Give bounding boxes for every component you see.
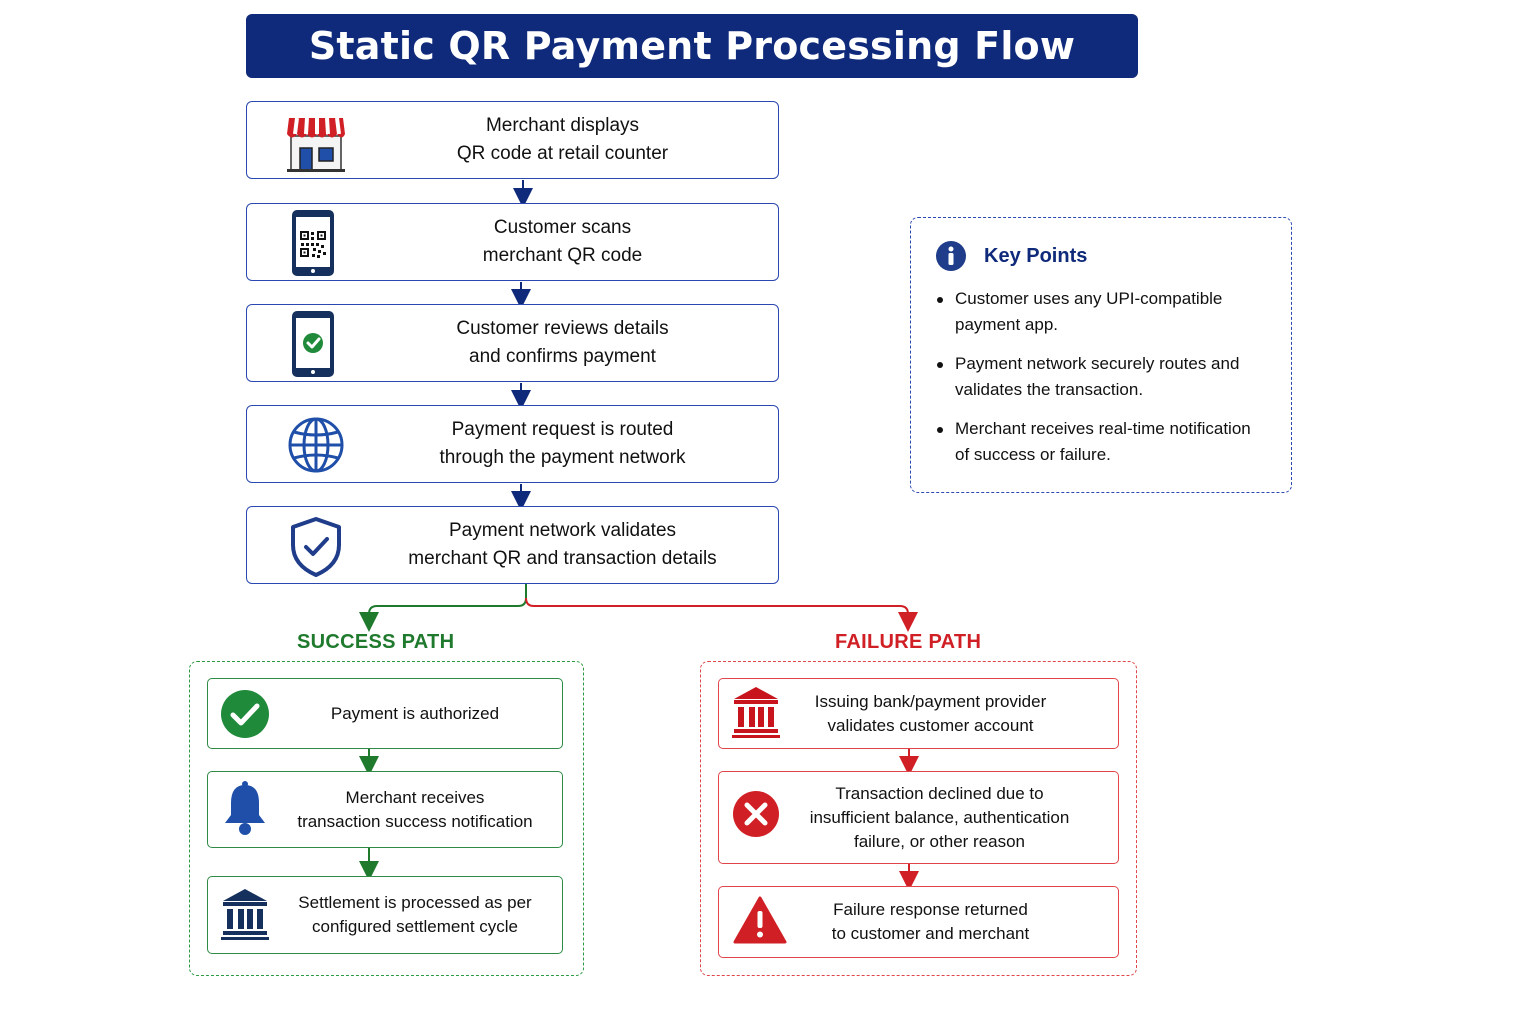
step-line: Settlement is processed as per xyxy=(298,893,532,912)
step-line: Payment request is routed xyxy=(451,419,674,440)
check-circle-icon xyxy=(220,689,270,744)
key-points-title: Key Points xyxy=(984,245,1088,267)
key-point-line: of success or failure. xyxy=(955,445,1111,464)
step-line: Payment network validates xyxy=(448,520,677,541)
page-title: Static QR Payment Processing Flow xyxy=(308,24,1076,68)
step-customer-confirms: Customer reviews details and confirms pa… xyxy=(246,304,779,382)
step-text: Payment network validates merchant QR an… xyxy=(357,507,768,583)
step-line: merchant QR code xyxy=(482,245,643,266)
step-line: Payment is authorized xyxy=(330,703,500,723)
step-line: configured settlement cycle xyxy=(312,917,518,936)
success-path-label: SUCCESS PATH xyxy=(297,631,455,653)
step-line: failure, or other reason xyxy=(853,831,1026,851)
step-line: transaction success notification xyxy=(297,811,533,831)
branch-arrows xyxy=(359,584,918,632)
x-circle-icon xyxy=(732,790,780,843)
info-icon xyxy=(935,240,967,277)
failure-step-text: Issuing bank/payment provider validates … xyxy=(789,679,1072,748)
step-line: QR code at retail counter xyxy=(456,143,669,164)
step-line: merchant QR and transaction details xyxy=(408,548,717,569)
step-line: Customer scans xyxy=(493,217,632,238)
key-point-line: payment app. xyxy=(955,315,1059,334)
key-points-list: Customer uses any UPI-compatible payment… xyxy=(935,286,1285,481)
bank-icon xyxy=(731,685,781,746)
key-point-item: Merchant receives real-time notification… xyxy=(935,416,1285,468)
failure-step-response: Failure response returned to customer an… xyxy=(718,886,1119,958)
main-flow-arrows xyxy=(511,180,533,511)
step-customer-scans: Customer scans merchant QR code xyxy=(246,203,779,281)
step-text: Payment request is routed through the pa… xyxy=(357,406,768,482)
shield-check-icon xyxy=(283,513,349,579)
step-line: to customer and merchant xyxy=(831,924,1030,943)
storefront-icon xyxy=(283,108,349,174)
step-line: Failure response returned xyxy=(833,900,1028,919)
step-line: and confirms payment xyxy=(469,346,656,367)
step-text: Merchant displays QR code at retail coun… xyxy=(357,102,768,178)
step-line: Merchant displays xyxy=(485,115,640,136)
key-point-item: Payment network securely routes and vali… xyxy=(935,351,1285,403)
step-merchant-displays-qr: Merchant displays QR code at retail coun… xyxy=(246,101,779,179)
bank-icon xyxy=(220,887,270,946)
step-text: Customer scans merchant QR code xyxy=(357,204,768,280)
success-step-notification: Merchant receives transaction success no… xyxy=(207,771,563,848)
key-point-line: Merchant receives real-time notification xyxy=(955,419,1251,438)
failure-path-group xyxy=(700,661,1137,976)
success-step-authorized: Payment is authorized xyxy=(207,678,563,749)
success-step-text: Merchant receives transaction success no… xyxy=(278,772,552,847)
phone-check-icon xyxy=(283,311,349,377)
key-point-line: validates the transaction. xyxy=(955,380,1144,399)
key-points-panel: Key Points Customer uses any UPI-compati… xyxy=(910,217,1292,493)
failure-path-label: FAILURE PATH xyxy=(835,631,982,653)
bell-icon xyxy=(220,781,270,842)
step-line: Customer reviews details xyxy=(456,318,669,339)
qr-phone-icon xyxy=(283,210,349,276)
success-path-group xyxy=(189,661,584,976)
step-line: Transaction declined due to xyxy=(835,783,1044,803)
step-line: validates customer account xyxy=(827,715,1034,735)
step-line: through the payment network xyxy=(439,447,686,468)
step-network-validates: Payment network validates merchant QR an… xyxy=(246,506,779,584)
step-line: Issuing bank/payment provider xyxy=(814,691,1047,711)
step-line: Merchant receives xyxy=(345,787,485,807)
success-step-settlement: Settlement is processed as per configure… xyxy=(207,876,563,954)
key-point-line: Payment network securely routes and xyxy=(955,354,1240,373)
key-point-item: Customer uses any UPI-compatible payment… xyxy=(935,286,1285,338)
success-step-text: Payment is authorized xyxy=(278,679,552,748)
failure-step-bank-validates: Issuing bank/payment provider validates … xyxy=(718,678,1119,749)
warning-icon xyxy=(733,895,787,950)
failure-step-declined: Transaction declined due to insufficient… xyxy=(718,771,1119,864)
step-line: insufficient balance, authentication xyxy=(809,807,1070,827)
success-step-text: Settlement is processed as per configure… xyxy=(278,877,552,953)
step-request-routed: Payment request is routed through the pa… xyxy=(246,405,779,483)
failure-step-text: Transaction declined due to insufficient… xyxy=(789,772,1090,863)
key-point-line: Customer uses any UPI-compatible xyxy=(955,289,1223,308)
globe-icon xyxy=(283,412,349,478)
failure-step-text: Failure response returned to customer an… xyxy=(789,887,1072,957)
title-banner: Static QR Payment Processing Flow xyxy=(246,14,1138,78)
step-text: Customer reviews details and confirms pa… xyxy=(357,305,768,381)
